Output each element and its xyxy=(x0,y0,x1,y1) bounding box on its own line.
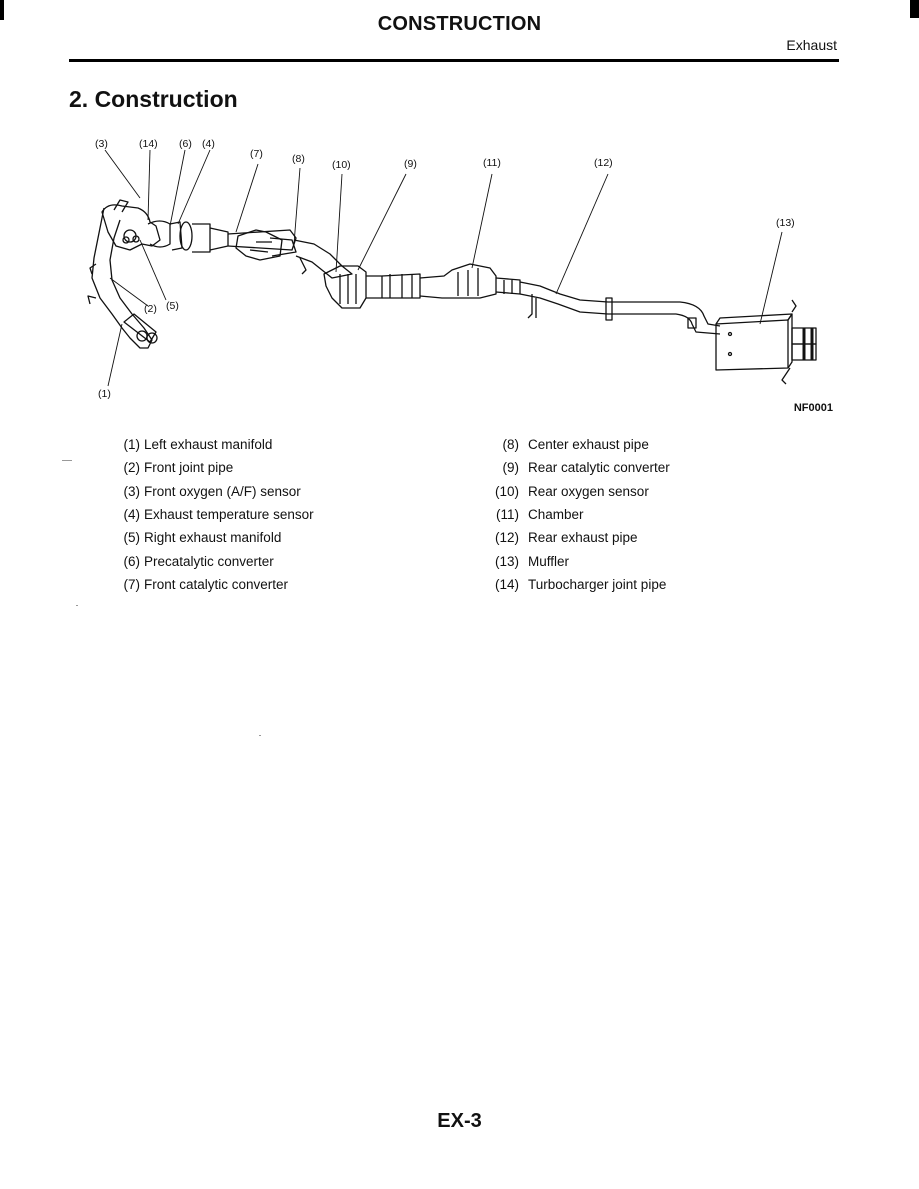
scan-edge-mark-left xyxy=(0,0,4,20)
legend-label: Left exhaust manifold xyxy=(144,437,273,453)
legend-number: (7) xyxy=(123,576,141,592)
legend-number: (3) xyxy=(123,483,141,499)
legend-label: Precatalytic converter xyxy=(144,553,274,569)
callout-2: (2) xyxy=(144,303,157,315)
header-rule xyxy=(69,59,839,62)
legend-number: (6) xyxy=(123,553,141,569)
legend-label: Front catalytic converter xyxy=(144,576,289,592)
callout-leader-lines xyxy=(104,149,783,387)
legend-number: (1) xyxy=(123,437,141,453)
legend-number: (5) xyxy=(123,530,141,546)
muffler-drawing xyxy=(715,299,817,385)
legend-item: (6) Precatalytic converter xyxy=(104,549,314,572)
legend-item: (1) Left exhaust manifold xyxy=(104,433,314,456)
scan-edge-mark-right xyxy=(910,0,919,18)
rear-catalytic-converter-drawing xyxy=(323,265,421,309)
callout-13: (13) xyxy=(776,217,795,229)
legend-number: (12) xyxy=(494,530,519,546)
callout-9: (9) xyxy=(404,158,417,170)
legend-label: Turbocharger joint pipe xyxy=(528,576,667,592)
legend-number: (9) xyxy=(502,460,520,476)
callout-10: (10) xyxy=(332,159,351,171)
chamber-drawing xyxy=(419,263,521,299)
left-exhaust-manifold-drawing xyxy=(87,207,158,349)
scan-speck xyxy=(62,460,72,461)
legend-item: (9) Rear catalytic converter xyxy=(486,456,670,479)
scan-speck xyxy=(76,605,78,606)
legend-item: (8) Center exhaust pipe xyxy=(486,433,670,456)
callout-labels: (3) (14) (6) (4) (7) (8) (10) (9) (11) (… xyxy=(95,138,795,400)
legend-number: (13) xyxy=(494,553,519,569)
legend-label: Rear exhaust pipe xyxy=(528,530,638,546)
callout-6: (6) xyxy=(179,138,192,150)
callout-3: (3) xyxy=(95,138,108,150)
legend-number: (11) xyxy=(495,507,519,523)
callout-11: (11) xyxy=(483,157,501,169)
front-catalytic-converter-drawing xyxy=(235,229,297,261)
precatalytic-converter-drawing xyxy=(192,223,297,253)
legend-item: (10) Rear oxygen sensor xyxy=(486,480,670,503)
header-section-label: Exhaust xyxy=(786,37,837,53)
legend-number: (2) xyxy=(123,460,141,476)
callout-4: (4) xyxy=(202,138,215,150)
scan-speck xyxy=(259,735,261,736)
legend-number: (10) xyxy=(494,483,519,499)
legend-item: (13) Muffler xyxy=(486,549,670,572)
legend-label: Front oxygen (A/F) sensor xyxy=(144,483,301,499)
callout-14: (14) xyxy=(139,138,158,150)
callout-5: (5) xyxy=(166,300,179,312)
legend-label: Rear catalytic converter xyxy=(528,460,670,476)
callout-12: (12) xyxy=(594,157,613,169)
legend-right-column: (8) Center exhaust pipe (9) Rear catalyt… xyxy=(486,433,670,596)
legend-item: (5) Right exhaust manifold xyxy=(104,526,314,549)
legend-label: Rear oxygen sensor xyxy=(528,483,649,499)
legend-label: Muffler xyxy=(528,553,570,569)
legend-label: Front joint pipe xyxy=(144,460,234,476)
legend-left-column: (1) Left exhaust manifold (2) Front join… xyxy=(104,433,314,596)
callout-7: (7) xyxy=(250,148,263,160)
legend-item: (3) Front oxygen (A/F) sensor xyxy=(104,480,314,503)
header-title: CONSTRUCTION xyxy=(377,13,542,35)
legend-item: (14) Turbocharger joint pipe xyxy=(486,573,670,596)
legend-label: Right exhaust manifold xyxy=(144,530,282,546)
legend-number: (4) xyxy=(123,507,141,523)
legend-item: (12) Rear exhaust pipe xyxy=(486,526,670,549)
turbo-and-right-manifold-drawing xyxy=(101,199,193,251)
callout-8: (8) xyxy=(292,153,305,165)
legend-label: Chamber xyxy=(528,507,584,523)
rear-exhaust-pipe-drawing xyxy=(519,281,721,335)
legend-number: (14) xyxy=(494,576,519,592)
callout-1: (1) xyxy=(98,388,111,400)
legend-item: (7) Front catalytic converter xyxy=(104,573,314,596)
page-number: EX-3 xyxy=(437,1110,482,1132)
figure-id: NF0001 xyxy=(793,402,833,414)
legend-item: (4) Exhaust temperature sensor xyxy=(104,503,314,526)
section-title: 2. Construction xyxy=(69,86,238,112)
legend-number: (8) xyxy=(502,437,520,453)
legend-item: (2) Front joint pipe xyxy=(104,456,314,479)
exhaust-system-diagram: (3) (14) (6) (4) (7) (8) (10) (9) (11) (… xyxy=(87,138,817,400)
legend-label: Center exhaust pipe xyxy=(528,437,649,453)
legend-item: (11) Chamber xyxy=(486,503,670,526)
legend-label: Exhaust temperature sensor xyxy=(144,507,314,523)
center-exhaust-pipe-drawing xyxy=(293,239,353,279)
